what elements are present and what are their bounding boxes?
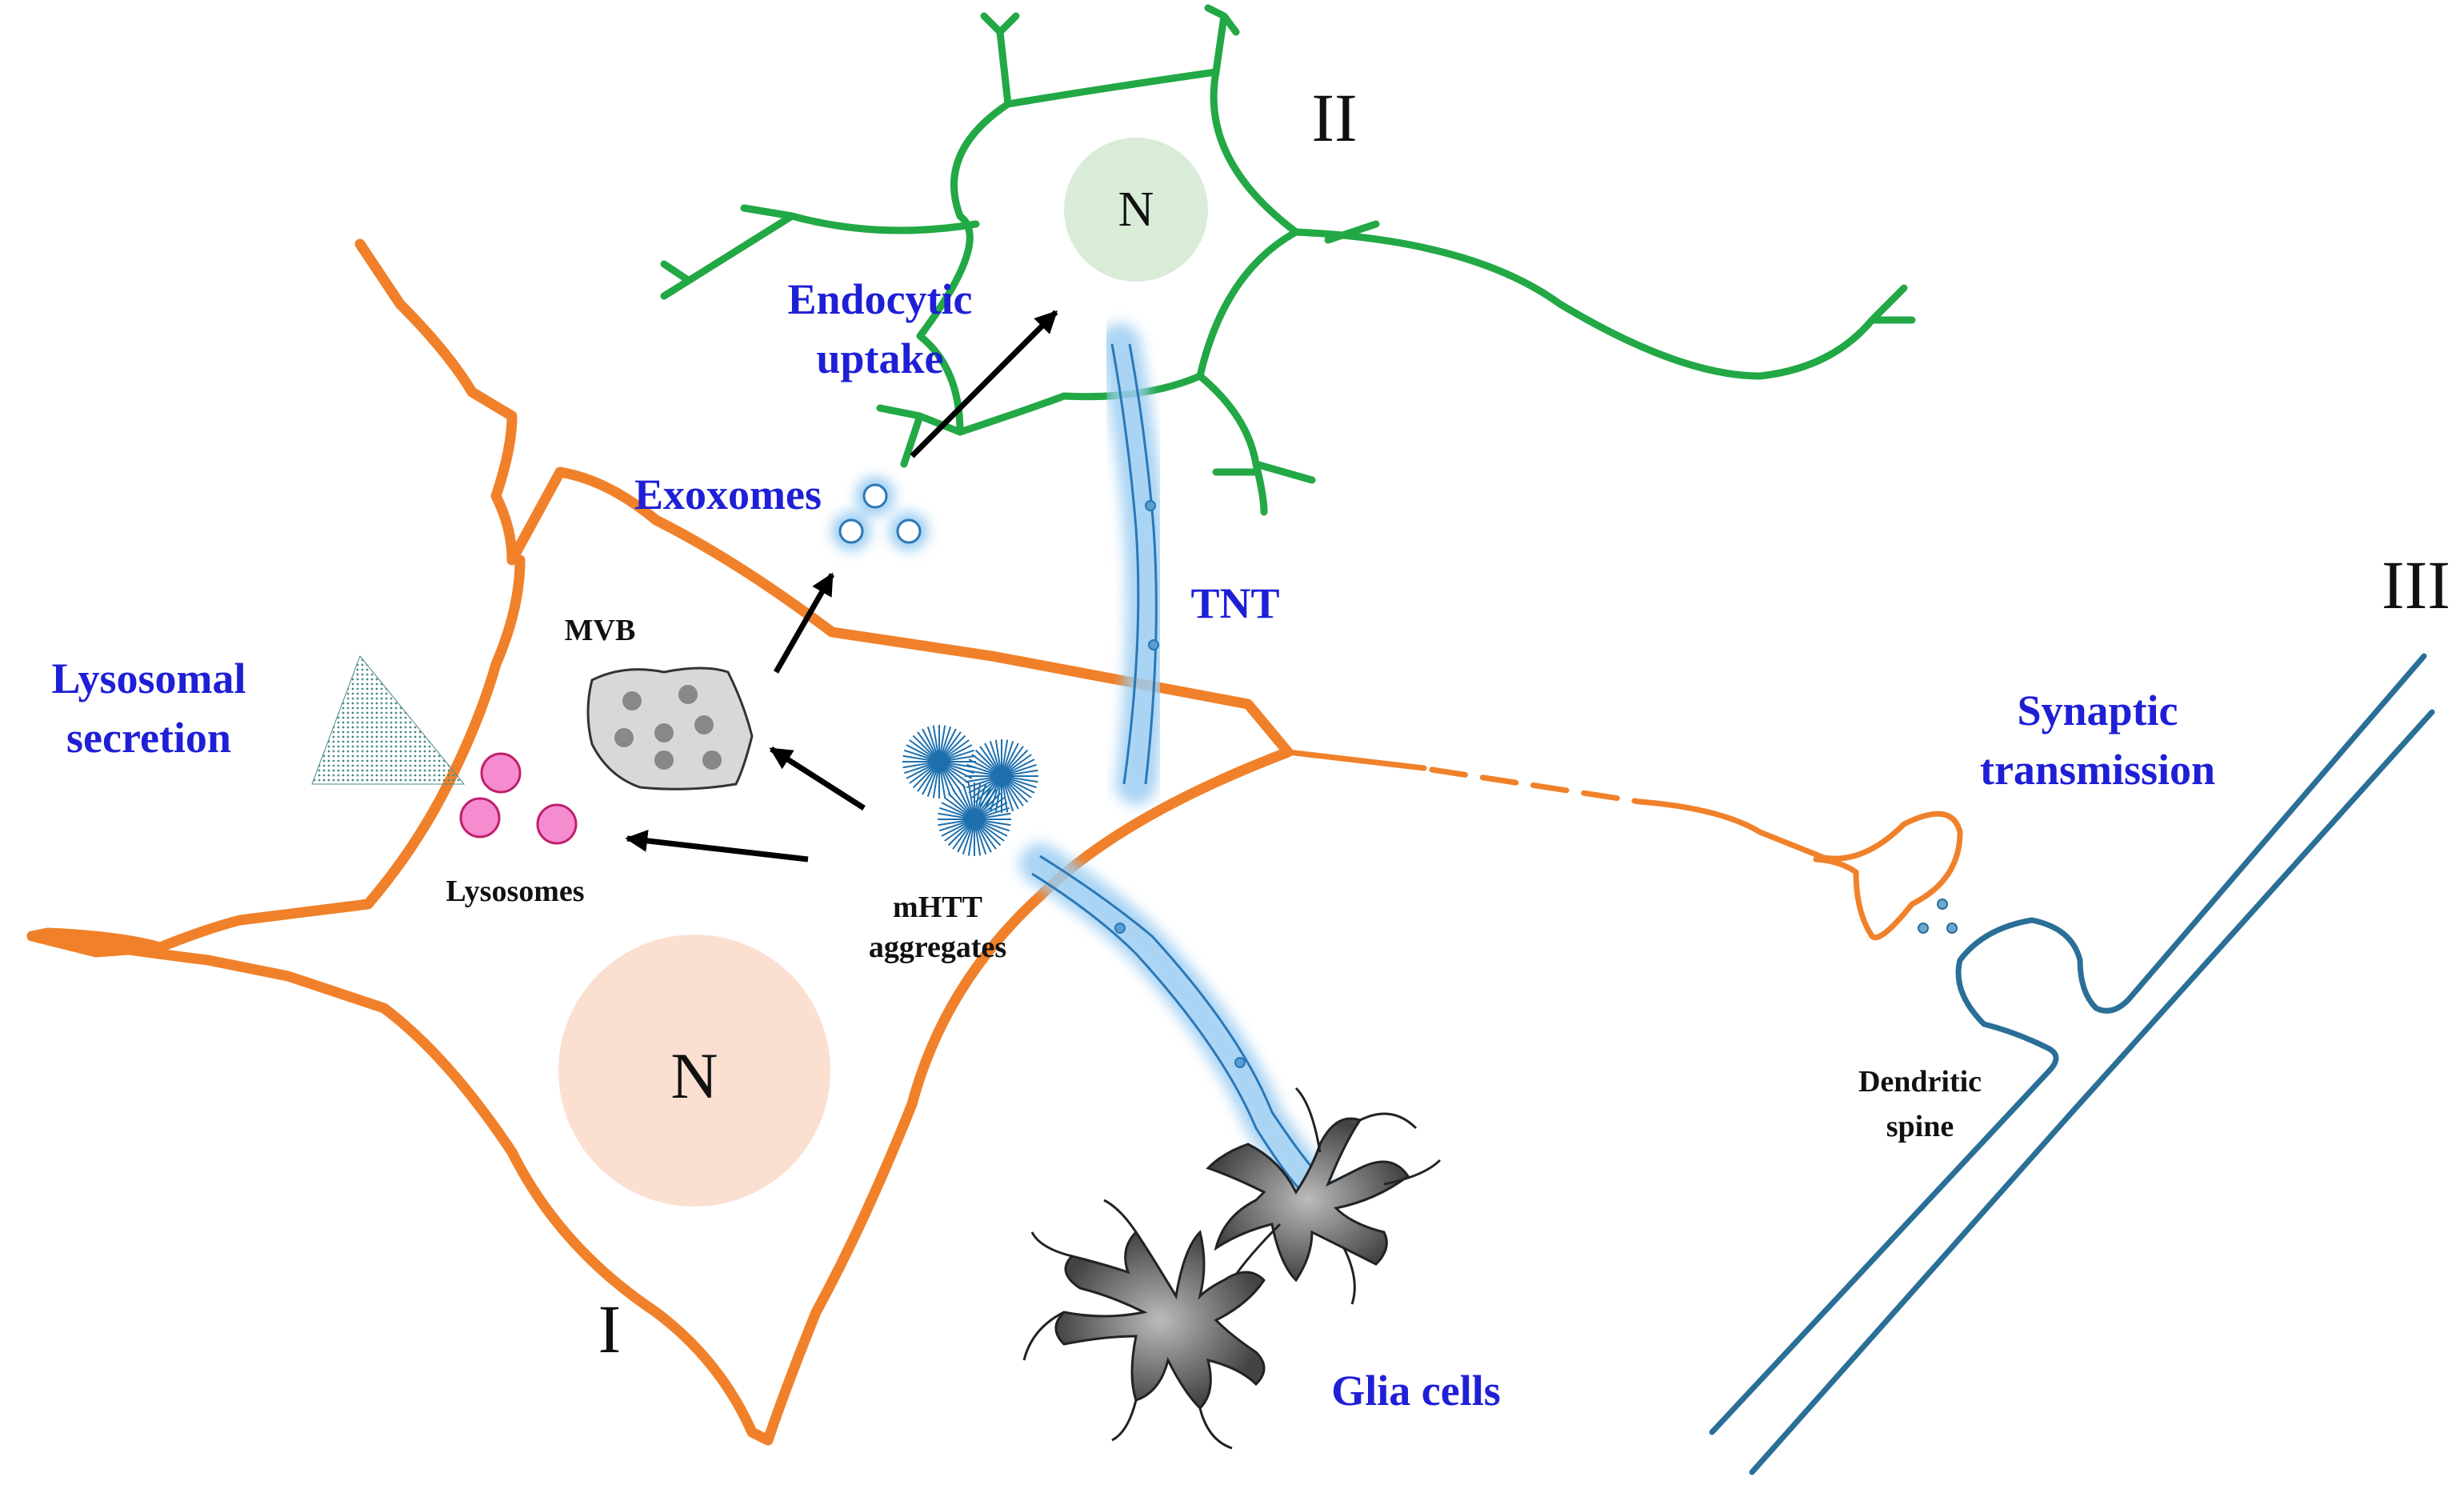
synaptic-vesicle	[1937, 899, 1948, 910]
tnt-cargo	[1234, 1057, 1246, 1068]
neuron-2-dendrite-left	[660, 204, 980, 300]
arrow-to-neuron-2	[910, 310, 1058, 458]
arrow-aggregates-to-mvb	[769, 747, 866, 811]
mhtt-aggregate	[902, 725, 976, 799]
neuron-2	[660, 4, 1916, 516]
tnt-cargo	[1114, 923, 1126, 934]
arrow-aggregates-to-lysosomes	[625, 829, 809, 863]
arrows	[625, 310, 1058, 863]
neuron-1-nucleus-label: N	[670, 1039, 718, 1112]
exosome	[862, 483, 888, 509]
lysosome	[459, 797, 501, 839]
neuron-1-axon-distal	[1637, 799, 1963, 940]
mhtt-aggregate	[938, 783, 1011, 856]
neuron-3-membrane-right	[1749, 709, 2435, 1475]
neuron-2-dendrite-bottom-right	[1196, 372, 1316, 516]
neuron-2-dendrite-right	[1292, 228, 1916, 380]
exosome	[838, 518, 864, 544]
mhtt-aggregates-line-2: aggregates	[869, 931, 1006, 964]
neuron-3	[1709, 653, 2435, 1475]
neuron-1-membrane	[26, 238, 1294, 1446]
synaptic-vesicle	[1946, 923, 1958, 934]
synaptic-vesicle	[1918, 923, 1929, 934]
tnt-cargo	[1148, 639, 1159, 650]
cell-label-2: II	[1311, 79, 1357, 156]
dendritic-spine-line-2: spine	[1886, 1110, 1954, 1143]
neuron-1-nucleus	[558, 935, 830, 1207]
tnt-lower	[1019, 843, 1333, 1205]
arrow-mvb-to-exosomes	[773, 572, 835, 674]
dendritic-spine-line-1: Dendritic	[1858, 1065, 1982, 1099]
neuron-1-left-edge	[26, 931, 166, 958]
endocytic-uptake-line-1: Endocytic	[787, 275, 972, 323]
lysosome	[536, 803, 578, 845]
exosomes-group	[832, 477, 928, 550]
tnt-upper	[1099, 323, 1168, 805]
lysosomal-secretion-line-2: secretion	[66, 714, 231, 762]
neuron-2-dendrite-top-right	[1204, 4, 1240, 76]
synaptic-transmission-line-2: transmission	[1980, 746, 2215, 794]
mhtt-aggregate	[965, 739, 1038, 813]
mhtt-aggregates-group	[902, 725, 1038, 856]
neuron-2-dendrite-bottom-left	[876, 404, 964, 468]
lysosomal-secretion-cone	[311, 655, 466, 785]
neuron-3-membrane-left	[1709, 653, 2427, 1435]
mvb-label: MVB	[565, 614, 636, 647]
lysosomal-secretion-line-1: Lysosomal	[51, 654, 246, 702]
mvb	[586, 666, 754, 791]
neuron-2-dendrite-top-left	[980, 12, 1020, 108]
lysosomes-group	[459, 752, 578, 845]
neuron-2-dendrite-right-branch	[1324, 220, 1380, 244]
exosomes-label: Exoxomes	[634, 470, 822, 518]
neuron-1	[26, 238, 1963, 1446]
neuron-1-axon-dashed	[1429, 767, 1643, 805]
tnt-label: TNT	[1190, 579, 1279, 627]
neuron-1-axon	[1285, 749, 1427, 771]
neuron-2-nucleus	[1064, 138, 1208, 282]
exosome	[896, 518, 922, 544]
mhtt-aggregates-line-1: mHTT	[893, 891, 982, 924]
tnt-cargo	[1145, 500, 1156, 511]
lysosomes-label: Lysosomes	[446, 875, 584, 908]
cell-label-1: I	[598, 1291, 622, 1367]
synaptic-vesicles	[1918, 899, 1958, 934]
glia-cell-upper	[1206, 1087, 1442, 1305]
endocytic-uptake-line-2: uptake	[816, 334, 943, 382]
cell-label-3: III	[2382, 546, 2450, 623]
lysosome	[480, 752, 522, 794]
synaptic-transmission-line-1: Synaptic	[2017, 686, 2178, 734]
neuron-2-nucleus-label: N	[1118, 182, 1154, 237]
glia-cells-label: Glia cells	[1331, 1367, 1500, 1415]
glia-cell-lower	[1022, 1199, 1266, 1450]
